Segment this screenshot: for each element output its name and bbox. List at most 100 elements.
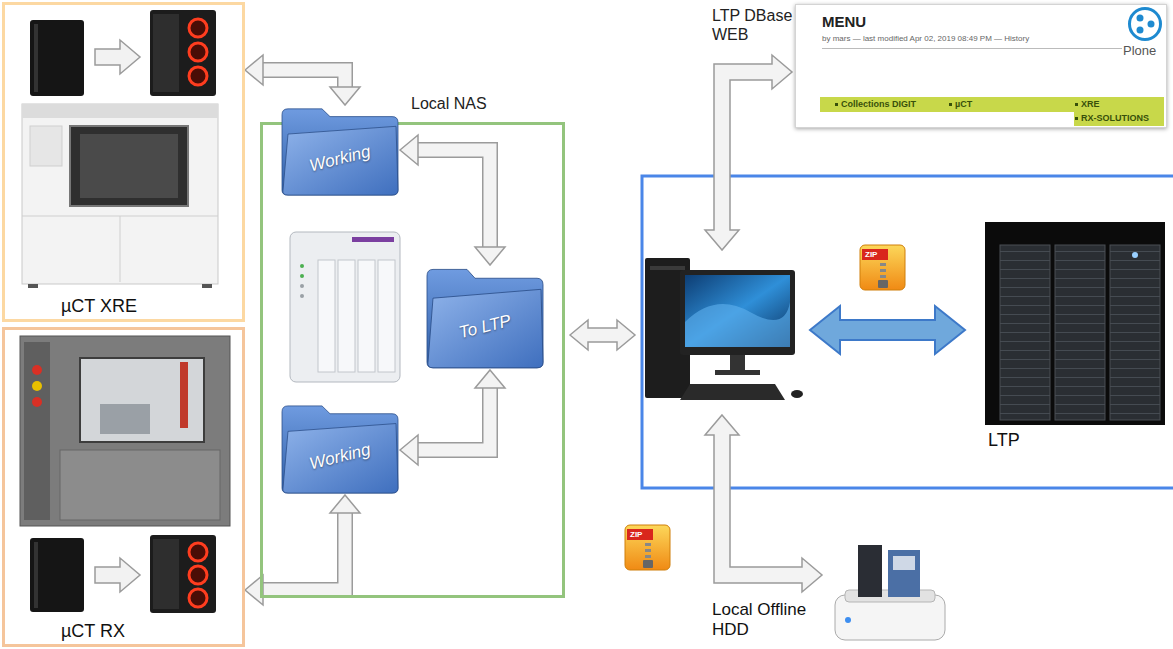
arrow-head bbox=[475, 370, 505, 388]
rx-workstations bbox=[30, 535, 216, 613]
connector-fill bbox=[417, 150, 490, 248]
server-rack bbox=[985, 222, 1165, 425]
connector-outline bbox=[262, 70, 345, 88]
bullet-dot bbox=[1075, 103, 1078, 106]
arrow-head bbox=[400, 435, 418, 465]
folder: Working bbox=[280, 402, 400, 495]
nas-device-part bbox=[318, 260, 335, 372]
zip-icon-part bbox=[880, 263, 886, 266]
folder: Working bbox=[280, 105, 400, 197]
plone-logo-ring bbox=[1130, 9, 1161, 40]
zip-icon-part bbox=[645, 549, 651, 552]
xre-workstations-part bbox=[95, 40, 140, 74]
zip-icon-part bbox=[860, 245, 905, 290]
rx-scanner-part bbox=[32, 365, 42, 375]
xre-scanner-part bbox=[120, 216, 121, 282]
connector-outline bbox=[262, 512, 345, 590]
node-text: µCT RX bbox=[61, 621, 125, 643]
arrow-head bbox=[330, 87, 360, 105]
rx-scanner-part bbox=[100, 404, 150, 434]
rx-scanner-part bbox=[32, 397, 42, 407]
xre-scanner-part bbox=[202, 284, 212, 288]
zip-icon-part bbox=[878, 280, 888, 288]
nas-device-part bbox=[290, 232, 400, 382]
scanner-group: µCT RX bbox=[2, 327, 245, 647]
desktop-computer-part bbox=[680, 270, 795, 355]
connector-arrow bbox=[400, 370, 505, 465]
node-text: LTP bbox=[988, 430, 1020, 452]
xre-workstations-part bbox=[189, 19, 207, 37]
nas-device-part bbox=[378, 260, 395, 372]
hdd-dock-part bbox=[893, 556, 915, 570]
desktop-computer-part bbox=[650, 266, 685, 270]
pc-hdd-arrow bbox=[705, 415, 822, 592]
rx-scanner-part bbox=[180, 362, 188, 428]
hdd-dock-part bbox=[858, 545, 882, 597]
connector-fill bbox=[417, 387, 490, 450]
xre-scanner-part bbox=[30, 126, 62, 166]
connector-outline bbox=[417, 150, 490, 248]
menu-rule bbox=[822, 48, 1122, 49]
rx-workstations-part bbox=[95, 558, 140, 592]
connector-fill bbox=[262, 70, 345, 88]
connector-arrow bbox=[245, 55, 360, 105]
hdd-dock-part bbox=[888, 550, 920, 597]
nas-pc-arrow bbox=[570, 320, 635, 350]
nas-box: Local NASWorkingTo LTPWorking bbox=[260, 122, 565, 598]
nas-device-part bbox=[300, 284, 304, 288]
nas-device-part bbox=[358, 260, 375, 372]
web-screenshot: MENU by mars — last modified Apr 02, 2019… bbox=[795, 4, 1167, 128]
xre-scanner-part bbox=[22, 104, 218, 284]
xre-scanner-part bbox=[70, 126, 188, 206]
zip-icon-part bbox=[880, 275, 886, 278]
node-text: RX-SOLUTIONS bbox=[1081, 113, 1149, 124]
server-rack-node: LTP bbox=[985, 222, 1170, 454]
zip-text: ZIP bbox=[865, 250, 877, 260]
scanner-group: µCT XRE bbox=[2, 2, 245, 322]
desktop-computer-part bbox=[715, 370, 760, 375]
desktop-computer-part bbox=[685, 302, 790, 347]
connector-fill bbox=[262, 512, 345, 590]
bullet-dot bbox=[949, 103, 952, 106]
node-text: Local NAS bbox=[411, 94, 487, 113]
pc-ltp-arrow bbox=[810, 306, 965, 354]
plone-logo-dot bbox=[1137, 15, 1144, 22]
zip-icon-part bbox=[645, 543, 651, 546]
pc-web-arrow-part bbox=[705, 55, 792, 250]
server-rack-part bbox=[1000, 245, 1050, 420]
zip-icon bbox=[860, 245, 905, 290]
rx-workstations-part bbox=[189, 566, 207, 584]
zip-icon-part bbox=[643, 560, 653, 568]
xre-scanner-part bbox=[22, 104, 218, 118]
desktop-computer-part bbox=[685, 275, 790, 347]
desktop-computer-part bbox=[730, 355, 745, 370]
rx-scanner-part bbox=[80, 358, 204, 442]
node-text: µCT bbox=[955, 99, 972, 110]
offline-hdd-node: Local Offline HDD bbox=[712, 530, 952, 647]
arrow-head bbox=[245, 55, 263, 85]
server-rack-part bbox=[1132, 252, 1138, 258]
arrow-head bbox=[400, 135, 418, 165]
rx-workstations-part bbox=[30, 538, 84, 612]
rx-workstations-part bbox=[189, 589, 207, 607]
node-text: MENU bbox=[822, 13, 866, 31]
zip-icon bbox=[625, 525, 670, 570]
plone-logo bbox=[1127, 6, 1163, 42]
xre-workstations-part bbox=[150, 10, 216, 96]
nas-device-part bbox=[338, 260, 355, 372]
arrow-head bbox=[475, 247, 505, 265]
node-text: by mars — last modified Apr 02, 2019 08:… bbox=[822, 34, 1122, 44]
pc-web-arrow bbox=[705, 55, 792, 250]
pc-hdd-arrow-part bbox=[705, 415, 822, 592]
nas-device-part bbox=[300, 274, 304, 278]
rx-scanner-part bbox=[20, 336, 230, 526]
xre-workstations-part bbox=[189, 67, 207, 85]
rx-scanner-part bbox=[60, 450, 220, 520]
rx-workstations-part bbox=[153, 539, 179, 609]
node-text: Collections DIGIT bbox=[841, 99, 916, 110]
pc-ltp-arrow-part bbox=[810, 306, 965, 354]
xre-workstations-part bbox=[30, 20, 84, 96]
plone-logo-dot bbox=[1148, 21, 1155, 28]
xre-workstations-part bbox=[153, 14, 179, 92]
rx-workstations-part bbox=[150, 535, 216, 613]
